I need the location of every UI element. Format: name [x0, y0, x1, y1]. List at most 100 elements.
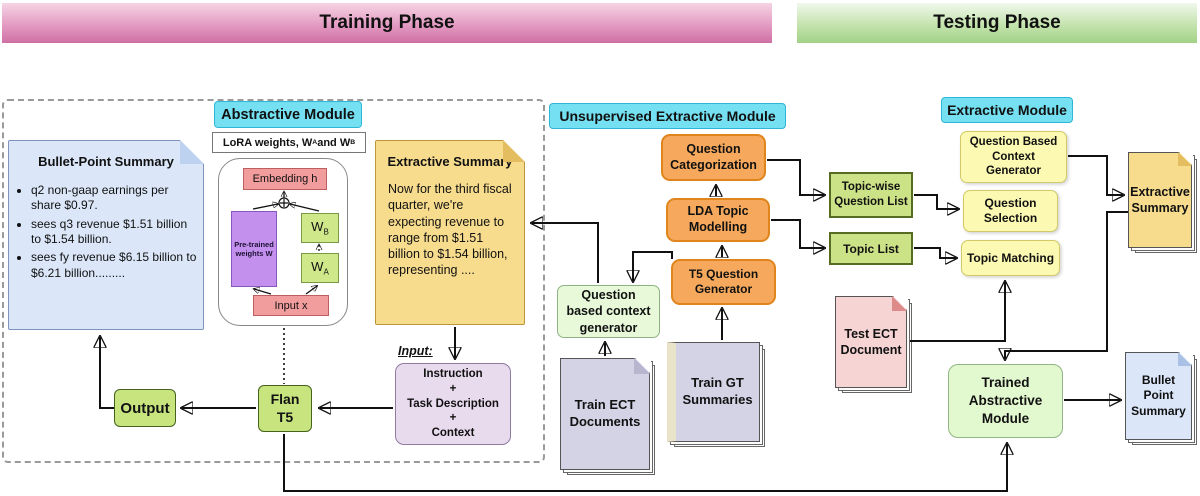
qbcg-line: Question: [581, 288, 636, 303]
arrow-qc-to-topic-wise-list: [767, 159, 824, 195]
wb-text: WB: [311, 219, 329, 237]
train-gt-summaries-doc: Train GT Summaries: [667, 342, 760, 442]
pretrained-weights-box: Pre-trained weights W: [231, 211, 277, 287]
extractive-summary-doc: Extractive Summary: [1128, 151, 1193, 248]
tam-line: Abstractive: [968, 392, 1043, 408]
pretrained-weights-text: Pre-trained weights W: [234, 239, 274, 258]
lora-label-sub: B: [350, 139, 356, 146]
question-selection-box: Question Selection: [963, 190, 1058, 232]
extractive-module-text: Extractive Module: [947, 102, 1067, 118]
wb-box: WB: [301, 213, 339, 243]
trained-abstractive-module-box: Trained Abstractive Module: [948, 364, 1063, 438]
bullet-note-title: Bullet-Point Summary: [38, 154, 174, 169]
flan-t5-box: Flan T5: [258, 385, 312, 432]
topic-list-text: Topic List: [843, 241, 899, 256]
lda-line: Modelling: [688, 220, 748, 234]
question-categorization-box: Question Categorization: [661, 134, 766, 181]
qbcg-test-line: Context: [992, 150, 1035, 163]
bullet-item: sees q3 revenue $1.51 billion to $1.54 b…: [31, 217, 199, 248]
topic-wise-question-list-box: Topic-wise Question List: [829, 172, 913, 218]
bullet-point-summary-note: Bullet-Point Summary q2 non-gaap earning…: [8, 139, 205, 330]
lora-diagram-container: Embedding h Pre-trained weights W WB WA …: [218, 158, 348, 326]
bullet-point-summary-doc: Bullet Point Summary: [1125, 351, 1193, 440]
output-text: Output: [120, 399, 170, 417]
lora-label-part: and W: [317, 136, 351, 149]
t5qg-line: T5 Question: [688, 267, 759, 281]
instruction-line: Context: [431, 427, 475, 440]
train-gt-line: Train GT: [691, 375, 744, 391]
es-line: Summary: [1131, 201, 1189, 215]
arrow-topic-list-to-topic-matching: [914, 247, 956, 258]
test-ect-line: Document: [840, 343, 902, 357]
bps-line: Summary: [1131, 403, 1186, 418]
wa-text: WA: [311, 259, 329, 277]
testing-phase-title: Testing Phase: [933, 12, 1061, 33]
t5qg-line: Generator: [694, 282, 753, 296]
output-box: Output: [114, 389, 176, 427]
arrow-topic-wise-to-question-selection: [914, 194, 958, 209]
input-label: Input:: [398, 344, 433, 358]
unsupervised-extractive-module-label: Unsupervised Extractive Module: [549, 103, 786, 129]
es-line: Extractive: [1130, 184, 1190, 199]
bullet-item: sees fy revenue $6.15 billion to $6.21 b…: [31, 250, 199, 281]
qbcg-test-line: Generator: [986, 165, 1041, 178]
flan-line: T5: [276, 408, 294, 425]
lora-label-sub: A: [312, 139, 318, 146]
arrow-extractive-summary-to-trained-module: [1005, 211, 1128, 359]
qs-line: Question: [984, 196, 1037, 210]
testing-phase-banner: Testing Phase: [797, 3, 1197, 43]
abstractive-module-text: Abstractive Module: [221, 106, 355, 123]
extractive-note-body: Now for the third fiscal quarter, we're …: [388, 182, 512, 278]
instruction-box: Instruction + Task Description + Context: [395, 363, 511, 445]
instruction-line: +: [449, 382, 457, 395]
input-x-box: Input x: [253, 295, 329, 316]
training-phase-banner: Training Phase: [2, 3, 772, 43]
test-ect-line: Test ECT: [844, 326, 898, 341]
input-x-text: Input x: [274, 299, 308, 312]
question-based-context-generator-box: Question based context generator: [557, 285, 660, 338]
topic-matching-text: Topic Matching: [966, 250, 1055, 265]
arrow-qbcg-test-to-extractive-summary: [1068, 155, 1123, 195]
bullet-item: q2 non-gaap earnings per share $0.97.: [31, 183, 199, 214]
test-ect-document-doc: Test ECT Document: [835, 295, 908, 388]
qc-line: Categorization: [670, 157, 757, 172]
qbcg-line: based context: [566, 304, 651, 319]
extractive-summary-note: Extractive Summary Now for the third fis…: [375, 139, 526, 325]
qc-line: Question: [686, 141, 741, 156]
extractive-note-title: Extractive Summary: [387, 154, 513, 169]
unsupervised-label-text: Unsupervised Extractive Module: [559, 108, 776, 124]
wb-base: W: [311, 219, 324, 235]
instruction-line: +: [449, 412, 457, 425]
arrow-lda-to-topic-list: [771, 219, 824, 248]
tam-line: Module: [981, 411, 1030, 427]
qbcg-test-line: Question Based: [969, 136, 1058, 149]
wa-box: WA: [301, 253, 339, 283]
qs-line: Selection: [983, 211, 1038, 225]
wa-base: W: [311, 259, 324, 275]
embedding-box: Embedding h: [243, 168, 327, 190]
lda-topic-modelling-box: LDA Topic Modelling: [666, 198, 770, 242]
arrow-t5qg-to-qbcg: [633, 251, 673, 281]
wb-sub: B: [323, 227, 329, 237]
topic-list-box: Topic List: [829, 232, 913, 265]
twql-line: Question List: [834, 196, 908, 208]
training-phase-title: Training Phase: [319, 12, 455, 33]
twql-line: Topic-wise: [841, 181, 901, 194]
qbcg-line: generator: [579, 320, 638, 335]
bullet-note-list: q2 non-gaap earnings per share $0.97. se…: [9, 183, 199, 281]
lda-line: LDA Topic: [687, 204, 749, 219]
embedding-text: Embedding h: [252, 173, 318, 185]
train-ect-line: Documents: [569, 414, 641, 429]
t5-question-generator-box: T5 Question Generator: [671, 259, 776, 305]
flan-line: Flan: [270, 391, 300, 407]
arrow-test-ect-to-topic-matching: [910, 282, 1005, 342]
instruction-line: Task Description: [407, 397, 499, 410]
train-ect-line: Train ECT: [574, 397, 636, 413]
instruction-line: Instruction: [423, 367, 483, 380]
bps-line: Bullet Point: [1141, 372, 1176, 403]
question-based-context-generator-test-box: Question Based Context Generator: [960, 131, 1067, 183]
topic-matching-box: Topic Matching: [961, 240, 1060, 276]
train-gt-line: Summaries: [682, 392, 753, 407]
